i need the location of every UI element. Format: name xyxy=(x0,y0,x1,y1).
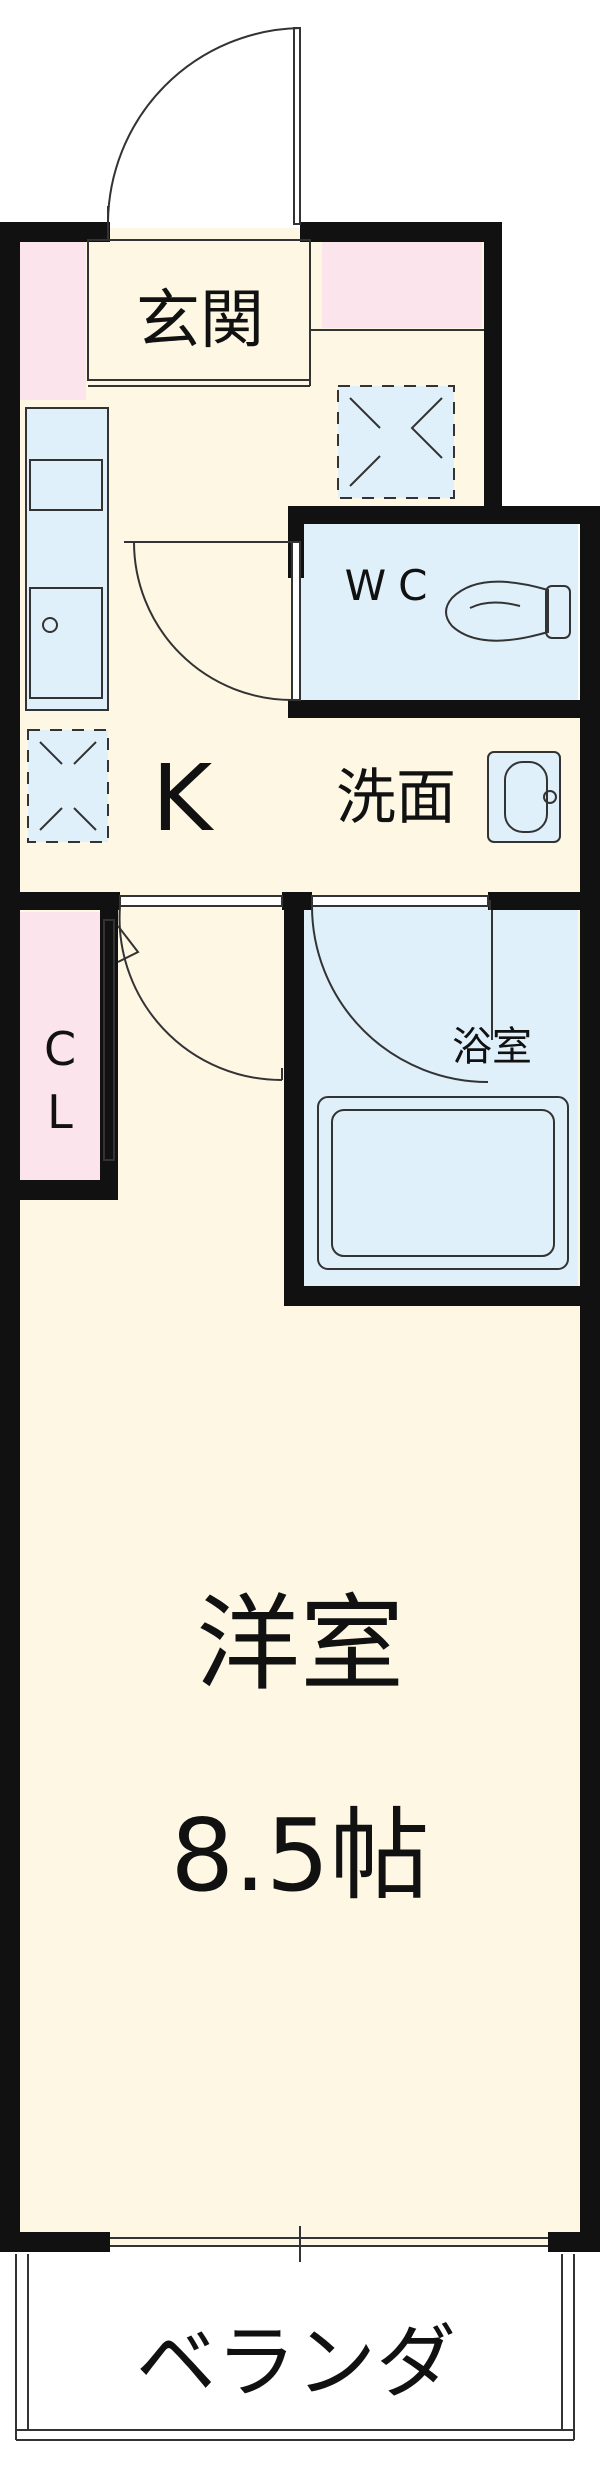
washroom-label: 洗面 xyxy=(336,763,456,833)
bath-door-swing xyxy=(311,905,489,1083)
western-room-label: 洋室 xyxy=(196,1583,404,1705)
wc-door-swing xyxy=(133,541,293,701)
kitchen-label: K xyxy=(152,745,215,852)
entrance-side-pink-left xyxy=(18,240,86,400)
bathtub-outer xyxy=(317,1096,569,1270)
closet-bottom-wall xyxy=(0,1180,118,1200)
outer-wall-right xyxy=(580,506,600,2252)
entrance-label: 玄関 xyxy=(136,284,264,358)
kitchen-bottom-wall-far xyxy=(488,892,600,910)
outer-wall-top-left xyxy=(0,222,110,242)
entrance-side-pink-right xyxy=(322,240,482,328)
vent-marks xyxy=(27,385,455,843)
washbasin xyxy=(487,751,561,843)
bath-door-leaf xyxy=(311,895,489,907)
entrance-door-leaf xyxy=(293,27,301,225)
room-door-swing xyxy=(118,905,283,1082)
kitchen-counter-inner xyxy=(29,459,103,511)
closet-floor xyxy=(18,912,102,1182)
closet-label-c: C xyxy=(44,1022,76,1076)
outer-wall-right-upper xyxy=(484,222,502,512)
wc-top-wall xyxy=(288,506,600,524)
washbasin-drain xyxy=(543,790,557,804)
toilet-floor xyxy=(300,522,578,702)
bathroom-bottom-wall xyxy=(284,1286,600,1306)
entrance-step xyxy=(87,239,311,381)
sink-drain xyxy=(42,617,58,633)
wc-bottom-wall xyxy=(288,700,600,718)
kitchen-bottom-wall-left xyxy=(0,892,120,910)
closet-door-frame xyxy=(103,919,115,1161)
entrance-floor xyxy=(88,240,310,380)
kitchen-sink xyxy=(29,587,103,699)
doors xyxy=(107,27,548,2262)
wc-door-leaf xyxy=(291,541,301,701)
kitchen-lower-floor xyxy=(18,700,580,900)
room-door-leaf xyxy=(119,895,283,907)
toilet-fixture xyxy=(445,580,571,642)
washbasin-bowl xyxy=(504,761,548,833)
bathtub-inner xyxy=(331,1109,555,1257)
western-room-size: 8.5帖 xyxy=(170,1797,429,1914)
toilet-label: WC xyxy=(345,561,440,610)
thin-lines xyxy=(87,239,493,1161)
kitchen-counter xyxy=(25,407,109,711)
closet-label-l: L xyxy=(47,1085,73,1139)
outer-wall-bottom-right xyxy=(548,2232,600,2252)
outer-wall-top-right xyxy=(300,222,500,242)
vent-kitchen xyxy=(27,729,109,843)
outer-wall-left xyxy=(0,222,20,2252)
closet-right-wall xyxy=(100,900,118,1198)
entrance-door-swing xyxy=(107,27,301,223)
closet-door-hinge xyxy=(117,925,140,963)
bathroom-label: 浴室 xyxy=(452,1024,532,1070)
veranda-label: ベランダ xyxy=(136,2316,456,2409)
bathroom-left-wall xyxy=(284,892,304,1304)
veranda xyxy=(15,2254,575,2441)
outer-wall-bottom-left xyxy=(0,2232,110,2252)
